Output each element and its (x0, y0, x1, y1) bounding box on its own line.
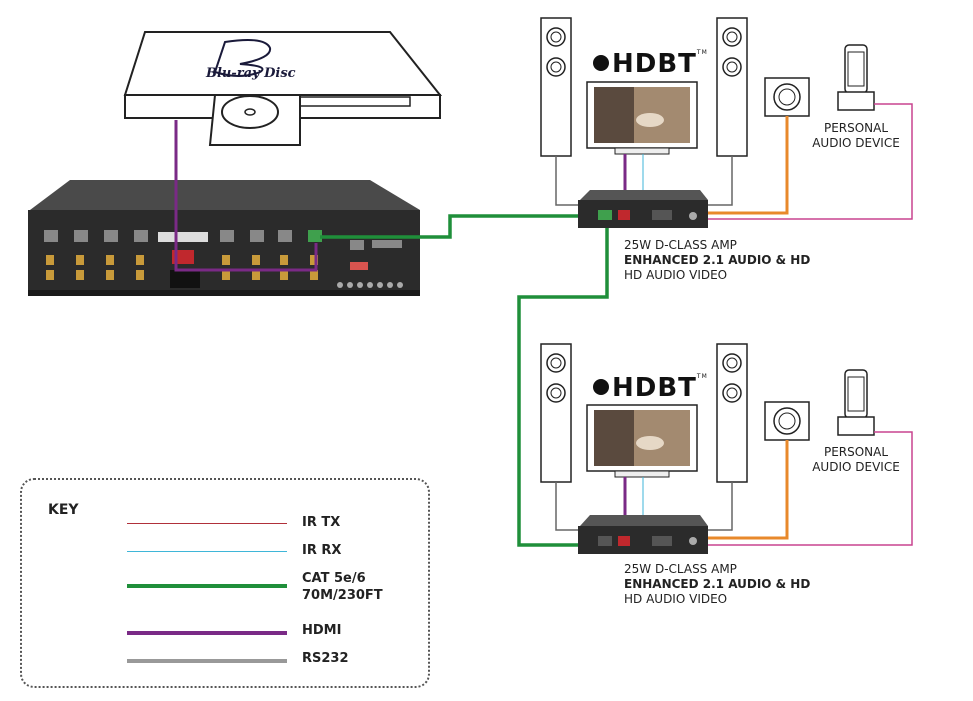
left-speaker-zone1 (540, 17, 572, 157)
key-label-cat: CAT 5e/6 70M/230FT (302, 570, 383, 604)
personal-audio-device-zone1 (837, 44, 875, 111)
subwoofer-zone1 (764, 77, 810, 117)
key-swatch-hdmi (127, 631, 287, 635)
personal-audio-label-line1: PERSONAL (823, 445, 889, 459)
amp-caption-line2: ENHANCED 2.1 AUDIO & HD (624, 577, 811, 591)
key-swatch-rs232 (127, 659, 287, 663)
bluray-player (123, 31, 443, 146)
hdbt-logo-zone2: HDBTTM (612, 373, 708, 403)
hdbt-logo-text: HDBT (612, 373, 697, 403)
personal-audio-label-line1: PERSONAL (823, 121, 889, 135)
amp-caption-line2: ENHANCED 2.1 AUDIO & HD (624, 253, 811, 267)
key-item-rs232: RS232 (127, 644, 417, 674)
cat-cable-zone1 (320, 214, 592, 239)
hdbt-logo-text: HDBT (612, 49, 697, 79)
personal-audio-label-zone1: PERSONAL AUDIO DEVICE (806, 121, 906, 151)
personal-audio-label-line2: AUDIO DEVICE (812, 136, 900, 150)
bluray-logo-mark (213, 39, 272, 77)
amp-caption-line3: HD AUDIO VIDEO (624, 592, 728, 606)
matrix-switcher (28, 180, 420, 296)
hdbt-logo-mark-zone2 (593, 379, 609, 395)
zone-2 (540, 343, 913, 554)
legend-key: KEY IR TX IR RX CAT 5e/6 70M/230FT HDMI … (20, 478, 430, 688)
key-label-hdmi: HDMI (302, 623, 342, 638)
right-speaker-zone2 (716, 343, 748, 483)
personal-audio-label-line2: AUDIO DEVICE (812, 460, 900, 474)
personal-audio-device-zone2 (837, 369, 875, 436)
amp-caption-line3: HD AUDIO VIDEO (624, 268, 728, 282)
right-speaker-zone1 (716, 17, 748, 157)
amp-caption-line1: 25W D-CLASS AMP (624, 238, 737, 252)
cat-cable-zone2 (517, 225, 609, 547)
amp-caption-zone1: 25W D-CLASS AMP ENHANCED 2.1 AUDIO & HD … (624, 238, 810, 283)
zone-1 (540, 17, 913, 228)
bluray-logo-text: Blu-ray Disc (206, 66, 296, 81)
key-item-ir-tx: IR TX (127, 508, 417, 538)
key-label-cat-line2: 70M/230FT (302, 588, 383, 603)
hdmi-cable-source (174, 120, 318, 272)
amp-caption-line1: 25W D-CLASS AMP (624, 562, 737, 576)
key-swatch-cat (127, 584, 287, 588)
key-label-cat-line1: CAT 5e/6 (302, 571, 366, 586)
amp-caption-zone2: 25W D-CLASS AMP ENHANCED 2.1 AUDIO & HD … (624, 562, 810, 607)
hdbt-receiver-zone2 (578, 515, 708, 554)
personal-audio-label-zone2: PERSONAL AUDIO DEVICE (806, 445, 906, 475)
key-item-ir-rx: IR RX (127, 536, 417, 566)
tv-zone1 (586, 81, 698, 155)
key-item-hdmi: HDMI (127, 616, 417, 646)
key-label-rs232: RS232 (302, 651, 349, 666)
hdbt-logo-mark-zone1 (593, 55, 609, 71)
key-label-ir-tx: IR TX (302, 515, 341, 530)
hdbt-receiver-zone1 (578, 190, 708, 228)
key-swatch-ir-rx (127, 551, 287, 552)
key-swatch-ir-tx (127, 523, 287, 524)
hdbt-logo-zone1: HDBTTM (612, 49, 708, 79)
key-label-ir-rx: IR RX (302, 543, 342, 558)
hdbt-logo-tm: TM (696, 373, 708, 380)
key-title: KEY (48, 502, 79, 518)
key-item-cat: CAT 5e/6 70M/230FT (127, 570, 417, 604)
subwoofer-zone2 (764, 401, 810, 441)
left-speaker-zone2 (540, 343, 572, 483)
tv-zone2 (586, 404, 698, 478)
hdbt-logo-tm: TM (696, 49, 708, 56)
